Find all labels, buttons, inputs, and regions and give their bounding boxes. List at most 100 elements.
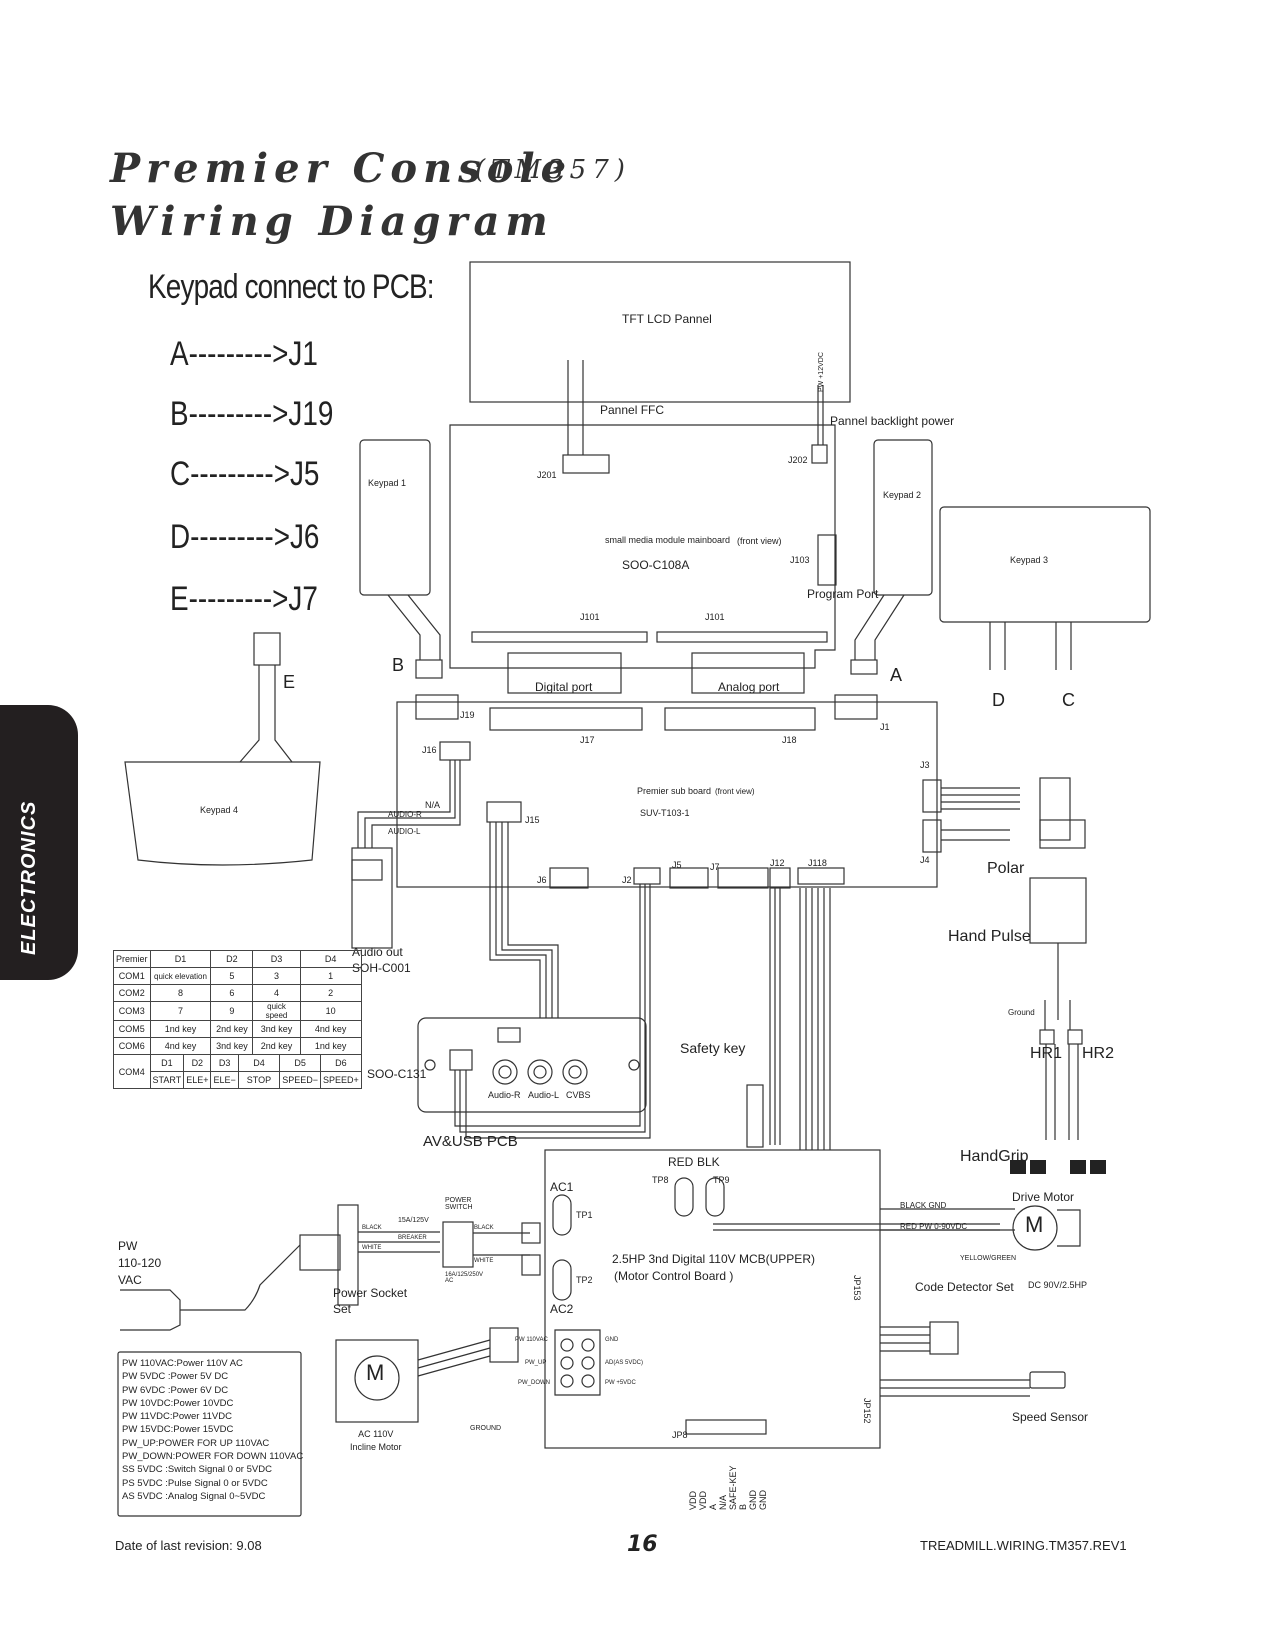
- pin-label: SAFE-KEY: [728, 1465, 738, 1510]
- backlight-label: Pannel backlight power: [830, 414, 955, 428]
- power-switch-label: POWER SWITCH: [445, 1197, 473, 1211]
- table-cell: 7: [149, 1001, 212, 1021]
- table-cell: D1: [149, 1054, 185, 1072]
- pwdown-label: PW_DOWN: [518, 1380, 550, 1386]
- pw110-label: PW 110VAC: [515, 1337, 548, 1343]
- table-cell: D2: [210, 950, 254, 968]
- j16-label: J16: [422, 745, 437, 755]
- black-gnd-label: BLACK GND: [900, 1201, 947, 1210]
- soo-c108a-label: SOO-C108A: [622, 558, 690, 572]
- j15-label: J15: [525, 815, 540, 825]
- table-cell: D1: [149, 950, 212, 968]
- red-pw-label: RED PW 0-90VDC: [900, 1222, 968, 1231]
- table-cell: SPEED−: [279, 1071, 321, 1089]
- table-cell: 1nd key: [299, 1037, 362, 1055]
- keypad2-label: Keypad 2: [883, 490, 922, 500]
- table-cell: D2: [183, 1054, 212, 1072]
- soh-label: SOH-C001: [352, 961, 411, 975]
- keypad1-label: Keypad 1: [368, 478, 407, 488]
- table-cell: ELE−: [210, 1071, 239, 1089]
- table-cell: 2: [299, 984, 362, 1002]
- hr2-label: HR2: [1082, 1045, 1115, 1062]
- table-cell: 1: [299, 967, 362, 985]
- jp152-label: JP152: [862, 1398, 872, 1424]
- speed-sensor-label: Speed Sensor: [1012, 1410, 1089, 1424]
- table-cell: COM4: [113, 1054, 151, 1089]
- dc-motor-rating: DC 90V/2.5HP: [1028, 1280, 1088, 1290]
- handgrip-label: HandGrip: [960, 1148, 1029, 1165]
- tp2-label: TP2: [576, 1275, 593, 1285]
- legend-item: PW 6VDC :Power 6V DC: [122, 1384, 229, 1396]
- connector-c-label: C: [1062, 690, 1075, 710]
- table-cell: quick speed: [252, 1001, 301, 1021]
- title-model: (TM357): [475, 155, 631, 185]
- j19-label: J19: [460, 710, 475, 720]
- table-cell: 1nd key: [149, 1020, 212, 1038]
- j4-label: J4: [920, 855, 930, 865]
- j101-label: J101: [580, 612, 600, 622]
- table-cell: D5: [279, 1054, 321, 1072]
- keypad-map-row: B--------->J19: [170, 395, 334, 433]
- j118-label: J118: [808, 858, 827, 868]
- table-cell: D4: [237, 1054, 281, 1072]
- j2-label: J2: [622, 875, 632, 885]
- table-cell: STOP: [237, 1071, 281, 1089]
- front-view-label: (front view): [715, 787, 755, 796]
- j3-label: J3: [920, 760, 930, 770]
- title-line2: Wiring Diagram: [110, 198, 554, 245]
- j12-label: J12: [770, 858, 785, 868]
- pin-label: GND: [748, 1490, 758, 1510]
- j7-label: J7: [710, 862, 720, 872]
- jp153-label: JP153: [852, 1275, 862, 1301]
- table-cell: 4nd key: [299, 1020, 362, 1038]
- pin-label: GND: [758, 1490, 768, 1510]
- j6-label: J6: [537, 875, 547, 885]
- keypad-map-heading: Keypad connect to PCB:: [148, 268, 435, 306]
- table-cell: 2nd key: [210, 1020, 254, 1038]
- pin-label: A: [708, 1503, 718, 1510]
- table-cell: 6: [210, 984, 254, 1002]
- pin-label: N/A: [718, 1494, 728, 1510]
- table-cell: 8: [149, 984, 212, 1002]
- power-input-label: PW 110-120 VAC: [118, 1239, 162, 1287]
- pw5-label: PW +5VDC: [605, 1380, 636, 1386]
- legend-item: PW_DOWN:POWER FOR DOWN 110VAC: [122, 1451, 304, 1463]
- audio-out-label: Audio out: [352, 945, 403, 959]
- na-label: N/A: [425, 800, 441, 810]
- table-cell: D6: [319, 1054, 362, 1072]
- ac2-label: AC2: [550, 1302, 574, 1316]
- legend-item: SS 5VDC :Switch Signal 0 or 5VDC: [122, 1464, 272, 1476]
- keypad3-label: Keypad 3: [1010, 555, 1049, 565]
- table-cell: 3: [252, 967, 301, 985]
- pw12-label: PW +12VDC: [818, 352, 825, 392]
- connector-a-label: A: [890, 665, 903, 685]
- audio-r-label: AUDIO-R: [388, 810, 422, 819]
- cvbs-label: CVBS: [566, 1090, 591, 1100]
- keypad4-label: Keypad 4: [200, 805, 239, 815]
- breaker-rating: 15A/125V: [398, 1217, 429, 1224]
- pin-label: VDD: [688, 1490, 698, 1510]
- tp8-label: TP8: [652, 1175, 669, 1185]
- table-row: COM2 8 6 4 2: [113, 984, 362, 1002]
- program-port-label: Program Port: [807, 587, 879, 601]
- white-wire-label: WHITE: [362, 1245, 382, 1251]
- legend-item: PW 10VDC:Power 10VDC: [122, 1397, 234, 1409]
- revision-date: Date of last revision: 9.08: [115, 1538, 262, 1553]
- document-id: TREADMILL.WIRING.TM357.REV1: [920, 1538, 1127, 1553]
- red-wire-label: RED: [668, 1155, 694, 1169]
- table-cell: COM6: [113, 1037, 151, 1055]
- tft-panel-label: TFT LCD Pannel: [622, 312, 712, 326]
- table-cell: 4: [252, 984, 301, 1002]
- mainboard-label: small media module mainboard: [605, 535, 731, 545]
- table-cell: 3nd key: [252, 1020, 301, 1038]
- keypad-table: Premier D1 D2 D3 D4 COM1 quick elevation…: [113, 950, 362, 1089]
- table-row: START ELE+ ELE− STOP SPEED− SPEED+: [114, 1071, 362, 1089]
- ground-label: GROUND: [470, 1425, 502, 1432]
- front-view-label: (front view): [737, 536, 782, 546]
- table-row: COM1 quick elevation 5 3 1: [113, 967, 362, 985]
- ac1-label: AC1: [550, 1180, 574, 1194]
- ad-label: AD(AS 5VDC): [605, 1360, 644, 1366]
- pin-label: VDD: [698, 1490, 708, 1510]
- soo-c131-label: SOO-C131: [367, 1067, 427, 1081]
